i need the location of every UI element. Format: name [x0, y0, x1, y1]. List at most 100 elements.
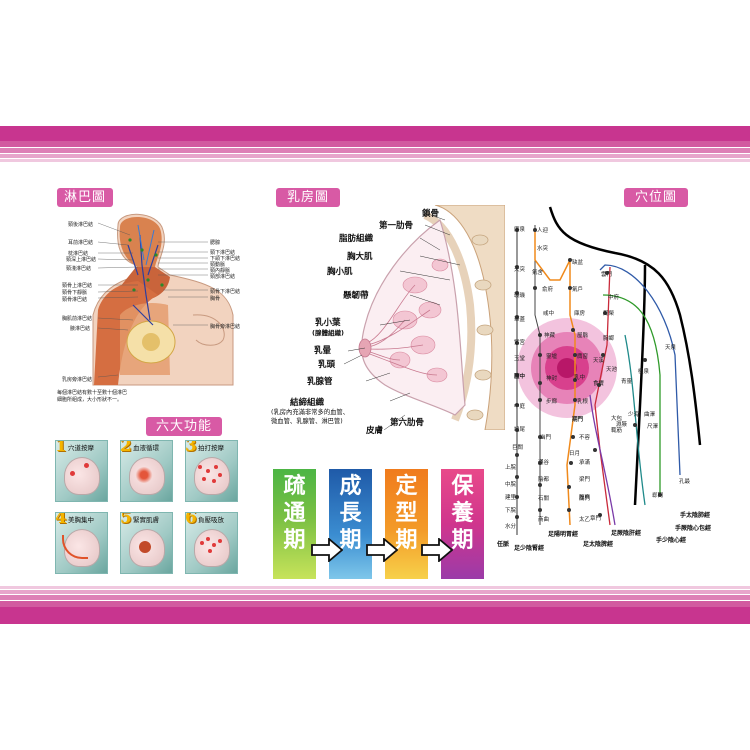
- function-number: 5: [120, 512, 132, 528]
- label-pec-major: 胸大肌: [347, 252, 373, 262]
- label-duct: 乳腺管: [307, 377, 333, 387]
- cup-icon: [194, 457, 230, 495]
- meridian-kidney: 足少陰腎經: [514, 545, 545, 552]
- label-skin: 皮膚: [366, 426, 384, 436]
- label-clavicle: 鎖骨: [422, 209, 440, 219]
- cup-icon: [64, 457, 100, 495]
- function-tile-4: 4 美胸集中: [55, 512, 108, 574]
- phase-dredge: 疏通期: [273, 469, 316, 579]
- function-number: 1: [55, 440, 67, 456]
- acupoint-label: 孔最: [679, 479, 691, 485]
- function-label: 血液循環: [133, 444, 159, 452]
- label-rib1: 第一肋骨: [379, 221, 414, 231]
- acupoint-label: 步廊: [546, 399, 558, 405]
- label-connective-sub1: (乳房內充滿非常多的血管、: [271, 409, 350, 416]
- function-number: 3: [185, 440, 197, 456]
- acupoint-label: 曲澤: [644, 412, 656, 418]
- top-band-3: [0, 148, 750, 153]
- breast-leader-lines: [343, 212, 461, 430]
- phase-growth: 成長期: [329, 469, 372, 579]
- acupoint-label: 中庭: [514, 404, 526, 410]
- acupoint-label: 天池: [606, 367, 618, 373]
- acupoint-label: 天溪: [593, 358, 605, 364]
- lymph-label-bottom: 乳房旁淋巴結: [62, 377, 93, 383]
- acupoint-label: 俞府: [542, 287, 554, 293]
- phase-shaping: 定型期: [385, 469, 428, 579]
- acupoint-label: 建里: [505, 495, 517, 501]
- label-connective-sub2: 微血管、乳腺管、淋巴管): [271, 418, 343, 425]
- acupoint-label: 承滿: [579, 460, 591, 466]
- breast-cross-section: [358, 205, 505, 430]
- label-pec-minor: 胸小肌: [327, 267, 353, 277]
- acupoint-label: 周榮: [603, 311, 615, 317]
- function-tile-2: 2 血液循環: [120, 440, 173, 502]
- function-number: 4: [55, 512, 67, 528]
- function-label: 穴道按摩: [68, 444, 94, 452]
- acupoint-label: 下脘: [505, 508, 517, 514]
- acupoint-label: 天泉: [665, 345, 677, 351]
- lymph-title: 淋巴圖: [57, 188, 113, 207]
- function-tile-1: 1 穴道按摩: [55, 440, 108, 502]
- lymph-note: 每個淋巴結有數十至數十個淋巴細胞所組成，大小形狀不一。: [57, 390, 128, 403]
- lymph-label-right-1: 腮腺: [210, 240, 221, 246]
- acupoint-label: 日月: [569, 451, 581, 457]
- acupoint-label: 彧中: [543, 311, 555, 317]
- meridian-ren: 任脈: [497, 541, 510, 548]
- bottom-band-3: [0, 595, 750, 600]
- acupoint-label: 人迎: [537, 228, 549, 234]
- label-fat: 脂肪組織: [339, 234, 374, 244]
- lymph-label-left-3: 枕淋巴結: [68, 251, 89, 257]
- top-band-4: [0, 154, 750, 158]
- acupoint-label: 尺澤: [647, 424, 659, 430]
- function-number: 6: [185, 512, 197, 528]
- acupoint-label: 極泉: [638, 369, 650, 375]
- function-label: 美胸集中: [68, 516, 94, 524]
- lymph-label-right-2: 頸下淋巴結: [210, 250, 236, 256]
- acupoint-label: 水突: [537, 246, 549, 252]
- acupoint-label: 膺窗: [577, 354, 589, 360]
- lymph-label-right-7: 頸骨下淋巴結: [210, 289, 241, 295]
- lymph-figure: [92, 213, 234, 386]
- lymph-label-left-10: 腋淋巴結: [70, 326, 91, 332]
- bottom-band-dark: [0, 607, 750, 624]
- function-tile-5: 5 緊實肌膚: [120, 512, 173, 574]
- lymph-label-left-8: 頸骨淋巴結: [62, 297, 88, 303]
- acupoint-label: 靈墟: [546, 354, 558, 360]
- bottom-band-5: [0, 586, 750, 589]
- function-label: 拍打按摩: [198, 444, 224, 452]
- acupoint-label: 庫房: [574, 311, 586, 317]
- lymph-label-right-5: 頸內靜脈: [210, 268, 231, 274]
- acupoint-label: 神藏: [544, 333, 556, 339]
- top-band-dark: [0, 126, 750, 141]
- function-label: 負壓吸放: [198, 516, 224, 524]
- acupoint-label: 乳中: [574, 375, 586, 381]
- acupoint-label: 膻中: [514, 374, 526, 380]
- label-lobule-sub: (腺體組織): [312, 329, 344, 337]
- acupoint-label: 水分: [505, 524, 517, 530]
- meridian-stomach: 足陽明胃經: [548, 531, 579, 538]
- acupoint-label: 中府: [608, 295, 620, 301]
- phase-maintenance: 保養期: [441, 469, 484, 579]
- acupoint-label: 不容: [579, 435, 591, 441]
- meridian-heart: 手少陰心經: [656, 537, 687, 544]
- acupoint-label: 缺盆: [572, 260, 584, 266]
- function-number: 2: [120, 440, 132, 456]
- label-lobule: 乳小葉: [315, 318, 341, 328]
- bottom-band-4: [0, 590, 750, 594]
- acupoint-label: 紫宮: [514, 340, 526, 346]
- acupoint-label: 腹哀: [579, 495, 591, 501]
- acupoint-label: 廉泉: [514, 227, 526, 233]
- acupoint-label: 淵腋: [616, 422, 628, 428]
- meridian-pericardium: 手厥陰心包經: [675, 525, 712, 532]
- acupoint-label: 神封: [546, 376, 558, 382]
- label-rib6: 第六肋骨: [390, 418, 425, 428]
- acupoint-label: 陰都: [538, 477, 550, 483]
- lymph-label-right-6: 頸部淋巴結: [210, 274, 236, 280]
- meridian-liver: 足厥陰肝經: [611, 530, 642, 537]
- lymph-label-left-9: 胸肌前淋巴結: [62, 316, 93, 322]
- cup-icon: [194, 529, 230, 567]
- label-nipple: 乳頭: [318, 360, 336, 370]
- acupoint-label: 巨闕: [512, 445, 524, 451]
- lymph-label-right-8: 胸骨: [210, 296, 221, 302]
- lymph-label-right-9: 胸骨旁淋巴結: [210, 324, 241, 330]
